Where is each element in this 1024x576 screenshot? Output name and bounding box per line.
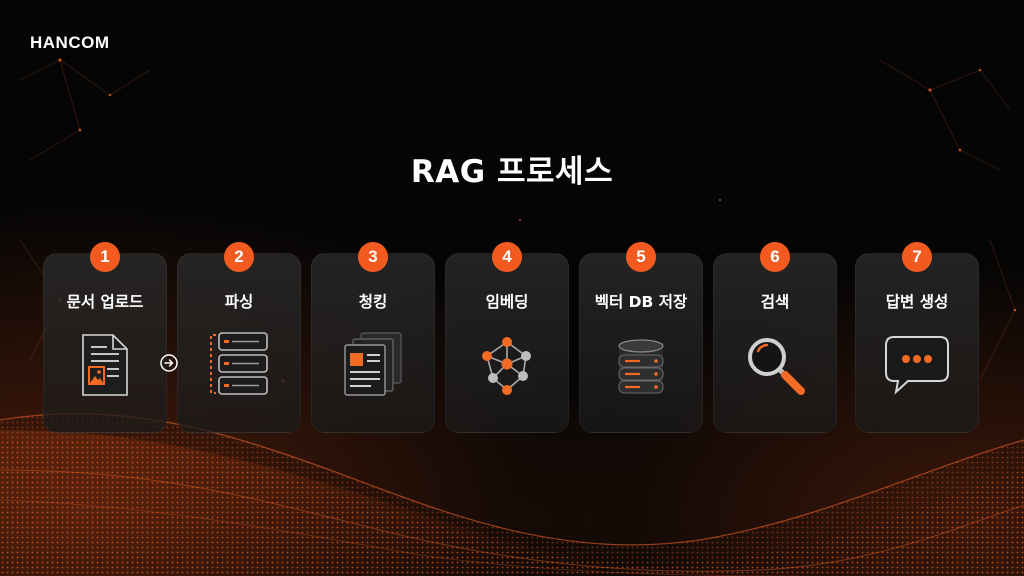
step-label: 청킹 — [358, 293, 388, 311]
database-icon — [618, 339, 664, 394]
step-number-badge: 2 — [224, 242, 254, 272]
list-rows-icon — [210, 332, 268, 395]
step-label: 벡터 DB 저장 — [594, 293, 688, 311]
step-label: 문서 업로드 — [66, 293, 144, 311]
step-number-badge: 5 — [626, 242, 656, 272]
step-number-badge: 1 — [90, 242, 120, 272]
arrow-right-circle-icon — [160, 354, 178, 372]
document-image-icon — [82, 334, 128, 396]
magnifier-icon — [748, 338, 805, 395]
chat-bubble-icon — [885, 336, 949, 395]
network-graph-icon — [482, 337, 531, 395]
step-number-badge: 7 — [902, 242, 932, 272]
step-label: 임베딩 — [485, 293, 529, 311]
step-number-badge: 3 — [358, 242, 388, 272]
hancom-logo: HANCOM — [30, 33, 110, 52]
step-number-badge: 4 — [492, 242, 522, 272]
stacked-pages-icon — [344, 332, 402, 396]
step-label: 답변 생성 — [885, 293, 949, 311]
step-card-6 — [713, 253, 837, 433]
page-title: RAG 프로세스 — [410, 154, 614, 190]
step-number-badge: 6 — [760, 242, 790, 272]
step-label: 파싱 — [224, 293, 254, 311]
step-card-5 — [579, 253, 703, 433]
step-label: 검색 — [760, 293, 790, 311]
